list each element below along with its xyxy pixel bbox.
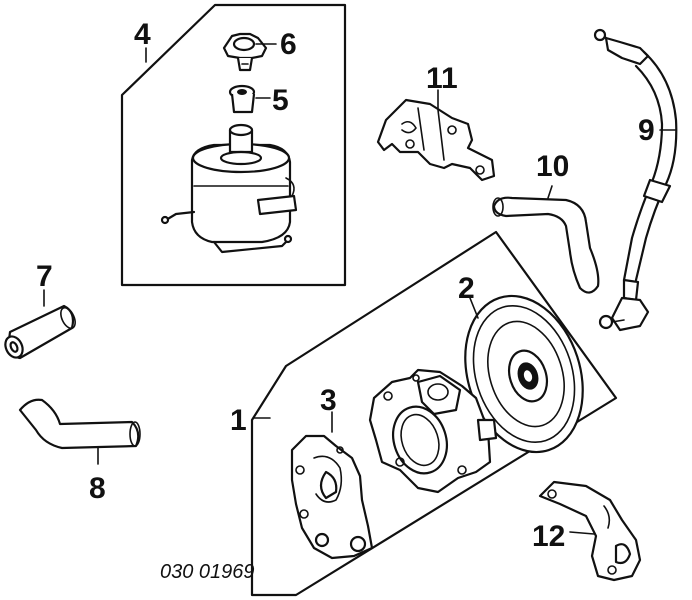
reservoir-cap bbox=[222, 32, 268, 72]
callout-8: 8 bbox=[89, 472, 106, 505]
callout-9: 9 bbox=[638, 114, 655, 147]
leader-12 bbox=[569, 531, 595, 535]
leader-10 bbox=[547, 185, 553, 199]
pump-cover bbox=[290, 434, 374, 560]
callout-11: 11 bbox=[426, 62, 458, 95]
suction-hose-short bbox=[4, 304, 76, 360]
callout-5: 5 bbox=[272, 84, 289, 117]
suction-hose-long bbox=[492, 196, 600, 294]
reservoir-assembly-frame bbox=[120, 3, 347, 287]
callout-6: 6 bbox=[280, 28, 297, 61]
pump-bracket-upper bbox=[376, 98, 496, 182]
callout-10: 10 bbox=[536, 150, 569, 183]
return-hose bbox=[18, 398, 141, 450]
callout-3: 3 bbox=[320, 384, 337, 417]
reservoir-tank bbox=[160, 123, 298, 254]
pump-body bbox=[368, 368, 498, 494]
callout-4: 4 bbox=[134, 18, 151, 51]
callout-1: 1 bbox=[230, 404, 247, 437]
leader-2 bbox=[469, 297, 479, 319]
callout-7: 7 bbox=[36, 260, 53, 293]
pump-assembly-frame bbox=[250, 230, 618, 597]
figure-code: 030 01969 bbox=[160, 561, 255, 583]
pressure-hose bbox=[593, 28, 678, 332]
callout-2: 2 bbox=[458, 272, 475, 305]
pump-bracket-lower bbox=[538, 480, 642, 582]
pump-pulley bbox=[464, 294, 584, 454]
reservoir-filter bbox=[228, 84, 256, 114]
callout-12: 12 bbox=[532, 520, 565, 553]
